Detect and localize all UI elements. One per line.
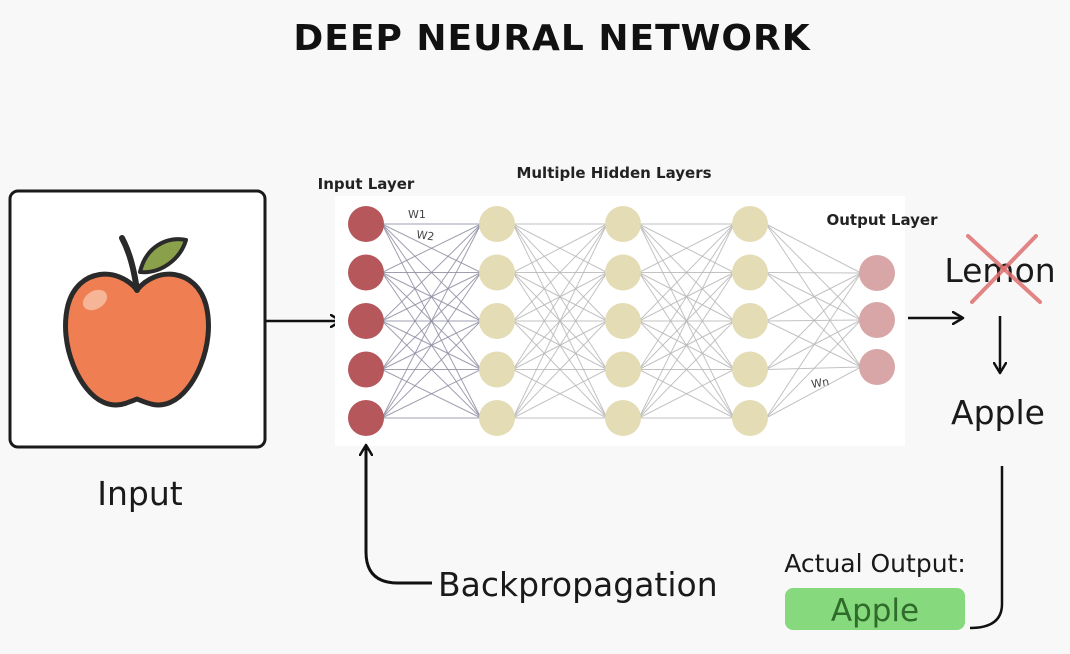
connection-line xyxy=(512,320,608,419)
feedback-connector xyxy=(969,466,1004,630)
hidden-2-node xyxy=(605,254,641,291)
connections xyxy=(381,223,862,419)
connection-line xyxy=(765,272,862,322)
connection-line xyxy=(381,223,482,419)
connection-line xyxy=(765,320,862,368)
connection-line xyxy=(638,223,735,370)
backpropagation-arrow xyxy=(366,446,432,585)
corrected-prediction-label: Apple xyxy=(951,393,1045,432)
connection-line xyxy=(512,223,608,419)
input-node xyxy=(348,400,384,436)
output-node xyxy=(859,302,895,338)
cross-mark-icon xyxy=(966,234,1042,304)
connection-line xyxy=(765,223,862,274)
connection-line xyxy=(381,223,482,322)
input-node xyxy=(348,206,384,242)
connection-line xyxy=(765,319,862,322)
input-node xyxy=(348,254,384,291)
actual-output-value: Apple xyxy=(831,593,919,629)
connection-line xyxy=(765,272,862,321)
hidden-layers-label: Multiple Hidden Layers xyxy=(516,164,711,182)
output-node xyxy=(859,255,895,291)
connection-line xyxy=(512,272,608,419)
hidden-2-node xyxy=(605,400,641,436)
diagram-title: DEEP NEURAL NETWORK xyxy=(293,18,810,59)
connection-line xyxy=(638,320,735,419)
hidden-2-node xyxy=(605,351,641,388)
connection-line xyxy=(765,272,862,419)
weight-label-w2: W2 xyxy=(416,228,436,243)
hidden-3-node xyxy=(732,303,768,339)
connection-line xyxy=(765,366,862,370)
output-layer-label: Output Layer xyxy=(827,211,939,229)
hidden-1-node xyxy=(479,303,515,339)
input-node xyxy=(348,351,384,388)
input-label: Input xyxy=(97,474,183,513)
connection-line xyxy=(381,223,482,273)
connection-line xyxy=(765,272,862,370)
connection-line xyxy=(381,223,482,370)
connection-line xyxy=(638,369,735,419)
connection-line xyxy=(765,223,862,321)
connection-line xyxy=(765,319,862,419)
hidden-2-node xyxy=(605,206,641,242)
connection-line xyxy=(512,223,608,273)
connection-line xyxy=(638,223,735,419)
connection-line xyxy=(638,223,735,273)
hidden-1-node xyxy=(479,206,515,242)
hidden-3-node xyxy=(732,206,768,242)
connection-line xyxy=(765,272,862,274)
connection-line xyxy=(638,272,735,419)
hidden-1-node xyxy=(479,351,515,388)
actual-output-label: Actual Output: xyxy=(784,549,966,578)
hidden-1-node xyxy=(479,400,515,436)
connection-line xyxy=(512,369,608,419)
input-layer-label: Input Layer xyxy=(318,175,415,193)
hidden-1-node xyxy=(479,254,515,291)
hidden-3-node xyxy=(732,351,768,388)
output-node xyxy=(859,349,895,385)
hidden-3-node xyxy=(732,400,768,436)
connection-line xyxy=(765,223,862,368)
connection-line xyxy=(765,272,862,368)
input-node xyxy=(348,303,384,339)
connection-line xyxy=(381,369,482,419)
weight-label-w1: W1 xyxy=(408,208,426,221)
apple-icon xyxy=(63,235,211,408)
connection-line xyxy=(381,320,482,419)
connection-line xyxy=(765,366,862,419)
nodes xyxy=(348,206,895,436)
connection-line xyxy=(512,223,608,370)
backpropagation-label: Backpropagation xyxy=(438,565,718,604)
connection-line xyxy=(512,223,608,322)
hidden-3-node xyxy=(732,254,768,291)
hidden-2-node xyxy=(605,303,641,339)
actual-output-badge xyxy=(785,588,965,630)
weight-label-wn: Wn xyxy=(810,375,830,391)
connection-line xyxy=(381,272,482,419)
connection-line xyxy=(638,223,735,322)
